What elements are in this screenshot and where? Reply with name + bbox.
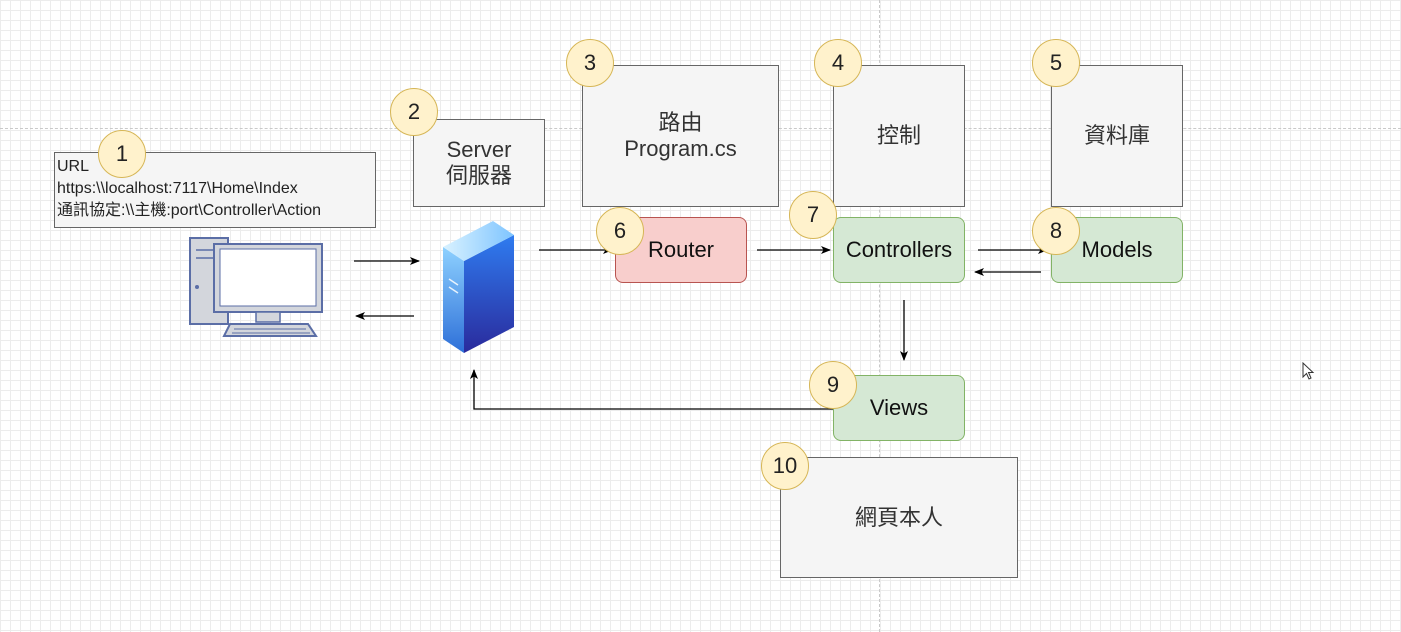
step-badge-9: 9 — [809, 361, 857, 409]
views-node: Views — [833, 375, 965, 441]
vertical-guide-line — [879, 0, 880, 632]
step-badge-1: 1 — [98, 130, 146, 178]
database-label: 資料庫 — [1083, 123, 1150, 149]
models-label: Models — [1081, 237, 1153, 263]
url-pattern: 通訊協定:\\主機:port\Controller\Action — [57, 202, 322, 219]
views-label: Views — [869, 395, 929, 421]
step-badge-4: 4 — [814, 39, 862, 87]
server-label-en: Server — [446, 137, 512, 163]
mouse-cursor-icon — [1302, 362, 1315, 380]
arrow-views-to-server — [470, 369, 833, 410]
step-badge-5: 5 — [1032, 39, 1080, 87]
routing-label-file: Program.cs — [624, 136, 737, 161]
step-badge-2: 2 — [390, 88, 438, 136]
server-label-box: Server 伺服器 — [413, 119, 545, 207]
step-badge-8: 8 — [1032, 207, 1080, 255]
webpage-label: 網頁本人 — [854, 504, 943, 530]
controllers-node: Controllers — [833, 217, 965, 283]
desktop-computer-icon — [189, 237, 323, 337]
controllers-label: Controllers — [845, 237, 953, 263]
server-label-zh: 伺服器 — [445, 163, 512, 188]
control-label-box: 控制 — [833, 65, 965, 207]
url-note-title: URL — [57, 158, 90, 175]
step-badge-3: 3 — [566, 39, 614, 87]
router-label: Router — [647, 237, 715, 263]
step-badge-6: 6 — [596, 207, 644, 255]
routing-label-zh: 路由 — [658, 110, 703, 136]
control-label: 控制 — [876, 123, 921, 149]
server-tower-icon — [443, 221, 514, 353]
database-label-box: 資料庫 — [1051, 65, 1183, 207]
step-badge-10: 10 — [761, 442, 809, 490]
step-badge-7: 7 — [789, 191, 837, 239]
webpage-label-box: 網頁本人 — [780, 457, 1018, 578]
router-node: Router — [615, 217, 747, 283]
url-example: https:\\localhost:7117\Home\Index — [57, 180, 298, 197]
routing-label-box: 路由 Program.cs — [582, 65, 779, 207]
